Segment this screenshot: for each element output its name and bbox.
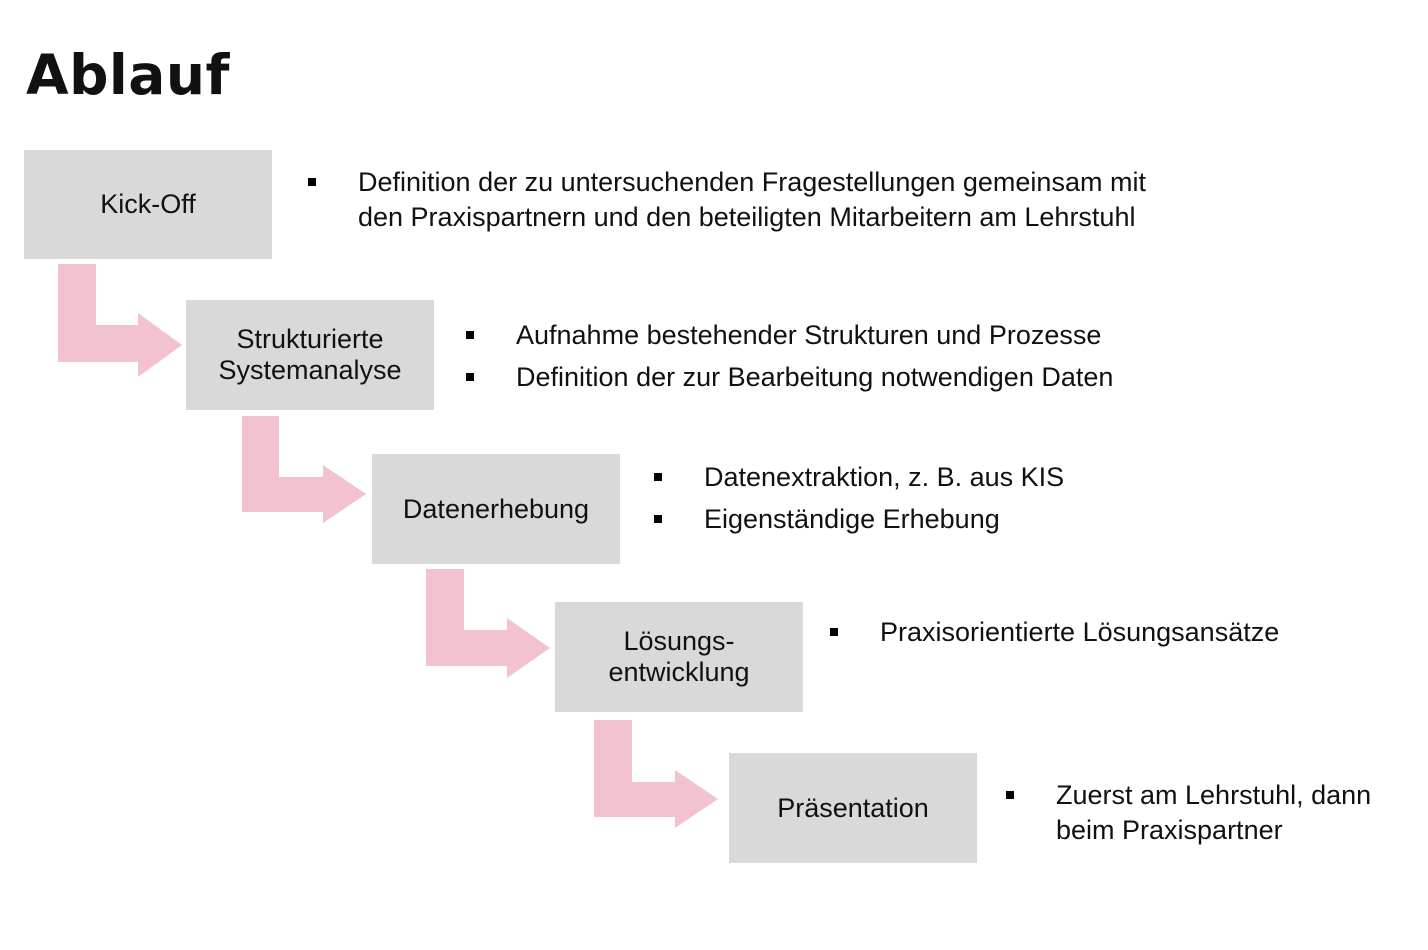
- bullet-icon: [466, 373, 474, 381]
- bullet-icon: [654, 473, 662, 481]
- step-bullets-loesungsentwicklung: Praxisorientierte Lösungsansätze: [830, 615, 1279, 657]
- bullet-icon: [308, 178, 316, 186]
- bullet-text: Eigenständige Erhebung: [704, 504, 1000, 534]
- flow-arrow-4: [594, 720, 718, 828]
- flow-arrow-2: [242, 416, 366, 523]
- bullet-item: Eigenständige Erhebung: [654, 502, 1064, 537]
- step-bullets-datenerhebung: Datenextraktion, z. B. aus KIS Eigenstän…: [654, 460, 1064, 544]
- bullet-item: Zuerst am Lehrstuhl, dann beim Praxispar…: [1006, 778, 1371, 848]
- step-bullets-kick-off: Definition der zu untersuchenden Fragest…: [308, 165, 1146, 242]
- bullet-item: Praxisorientierte Lösungsansätze: [830, 615, 1279, 650]
- step-box-datenerhebung: Datenerhebung: [372, 454, 620, 564]
- bullet-text: Definition der zu untersuchenden Fragest…: [358, 167, 1146, 232]
- flow-arrow-1: [58, 264, 182, 377]
- bullet-icon: [654, 515, 662, 523]
- bullet-icon: [466, 331, 474, 339]
- bullet-text: Zuerst am Lehrstuhl, dann beim Praxispar…: [1056, 780, 1372, 845]
- bullet-icon: [1006, 791, 1014, 799]
- step-box-loesungsentwicklung: Lösungs- entwicklung: [555, 602, 803, 712]
- step-box-praesentation: Präsentation: [729, 753, 977, 863]
- bullet-item: Datenextraktion, z. B. aus KIS: [654, 460, 1064, 495]
- step-bullets-systemanalyse: Aufnahme bestehender Strukturen und Proz…: [466, 318, 1113, 402]
- step-box-systemanalyse: Strukturierte Systemanalyse: [186, 300, 434, 410]
- bullet-item: Definition der zu untersuchenden Fragest…: [308, 165, 1146, 235]
- bullet-text: Aufnahme bestehender Strukturen und Proz…: [516, 320, 1102, 350]
- bullet-text: Datenextraktion, z. B. aus KIS: [704, 462, 1065, 492]
- flow-arrow-3: [426, 569, 550, 678]
- bullet-text: Praxisorientierte Lösungsansätze: [880, 617, 1280, 647]
- step-box-kick-off: Kick-Off: [24, 150, 272, 259]
- page-title: Ablauf: [26, 43, 230, 107]
- bullet-item: Definition der zur Bearbeitung notwendig…: [466, 360, 1113, 395]
- bullet-item: Aufnahme bestehender Strukturen und Proz…: [466, 318, 1113, 353]
- bullet-icon: [830, 628, 838, 636]
- bullet-text: Definition der zur Bearbeitung notwendig…: [516, 362, 1114, 392]
- step-bullets-praesentation: Zuerst am Lehrstuhl, dann beim Praxispar…: [1006, 778, 1371, 855]
